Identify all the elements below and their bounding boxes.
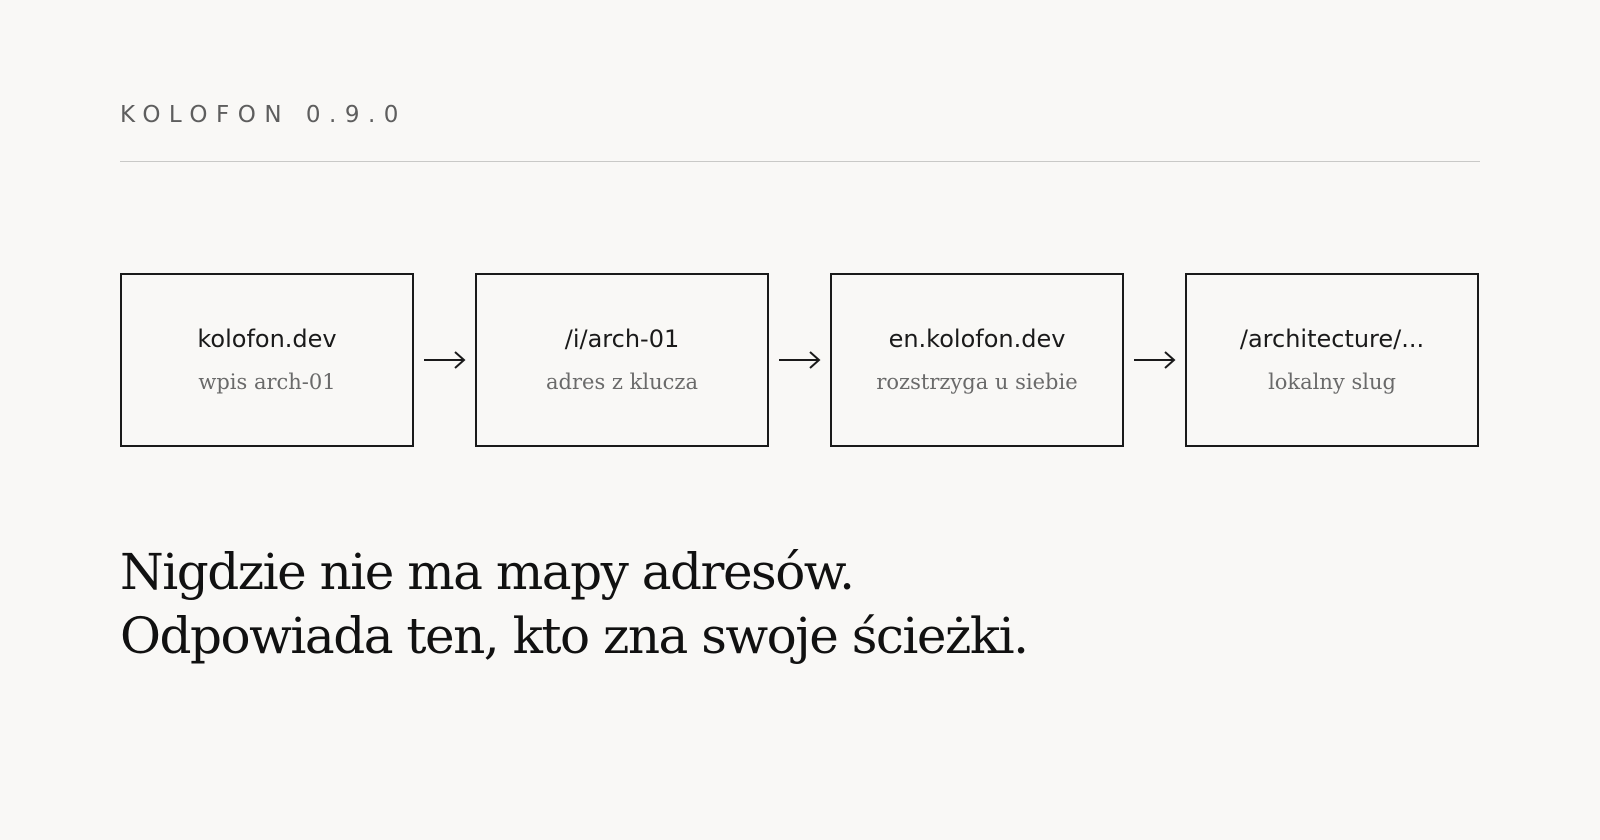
- brand-title: KOLOFON 0.9.0: [120, 102, 407, 128]
- node-title: /i/arch-01: [564, 325, 680, 353]
- node-subtitle: adres z klucza: [546, 370, 698, 394]
- header-divider: [120, 161, 1480, 162]
- node-title: en.kolofon.dev: [888, 325, 1066, 353]
- headline-line-1: Nigdzie nie ma mapy adresów.: [120, 543, 855, 601]
- arrow-right-icon: [769, 273, 830, 447]
- arrow-right-icon: [414, 273, 475, 447]
- node-subtitle: lokalny slug: [1268, 370, 1396, 394]
- flow-node-local-slug: /architecture/... lokalny slug: [1185, 273, 1479, 447]
- headline: Nigdzie nie ma mapy adresów. Odpowiada t…: [120, 540, 1029, 668]
- resolution-flow-diagram: kolofon.dev wpis arch-01 /i/arch-01 adre…: [120, 273, 1480, 447]
- flow-node-locale-host: en.kolofon.dev rozstrzyga u siebie: [830, 273, 1124, 447]
- headline-line-2: Odpowiada ten, kto zna swoje ścieżki.: [120, 607, 1029, 665]
- node-title: kolofon.dev: [197, 325, 337, 353]
- node-subtitle: wpis arch-01: [198, 370, 336, 394]
- flow-node-source: kolofon.dev wpis arch-01: [120, 273, 414, 447]
- node-subtitle: rozstrzyga u siebie: [876, 370, 1078, 394]
- flow-node-key-address: /i/arch-01 adres z klucza: [475, 273, 769, 447]
- node-title: /architecture/...: [1239, 325, 1425, 353]
- arrow-right-icon: [1124, 273, 1185, 447]
